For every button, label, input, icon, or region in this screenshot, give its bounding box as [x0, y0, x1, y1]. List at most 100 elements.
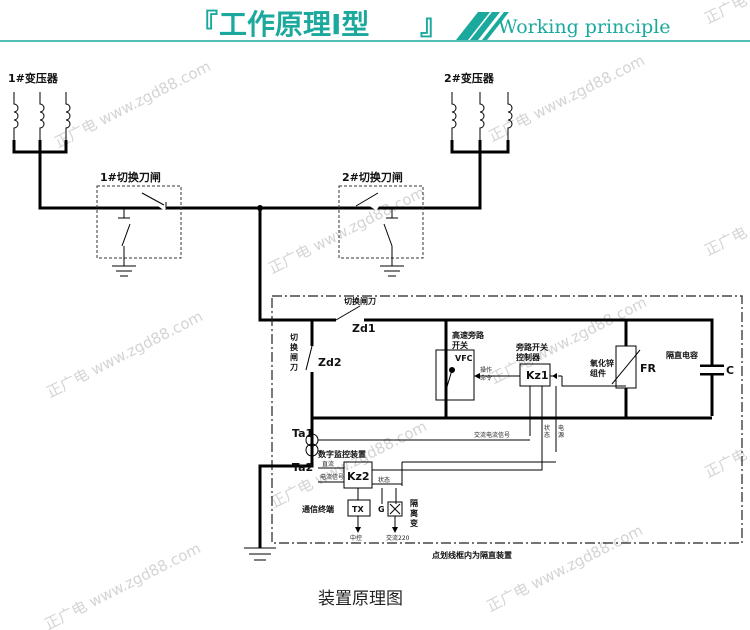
kz1-caption-2: 控制器	[516, 352, 541, 362]
power-1: 电	[558, 424, 564, 432]
kz2-caption: 数字监控装置	[318, 449, 366, 459]
zd2-caption-4: 刀	[290, 363, 298, 372]
device-lead	[258, 208, 312, 322]
ta1-label: Ta1	[292, 427, 313, 440]
kz2-monitor: 数字监控装置 Kz2 直流 电流信号 状态 TX 通信终端 中控 G 隔 离 变…	[302, 386, 556, 542]
switch-gap	[354, 191, 380, 211]
switch-2-box: 2#切换刀闸	[338, 170, 424, 277]
watermark: 正广电 www.zgd88.com	[44, 307, 206, 401]
zd2-caption-1: 切	[290, 332, 298, 342]
fr-box	[615, 345, 637, 389]
state-2: 态	[544, 431, 550, 439]
top-line	[364, 318, 714, 416]
header-stripe-3	[482, 12, 509, 40]
fr-caption-2: 组件	[590, 368, 606, 378]
zd2-branch: 切 换 闸 刀 Zd2	[290, 320, 342, 418]
power-2: 源	[558, 431, 564, 439]
kz1-label: Kz1	[526, 369, 549, 382]
watermark-edge: 正广电	[702, 223, 750, 259]
zd1-label: Zd1	[352, 322, 376, 335]
op-cmd-1: 操作	[480, 366, 492, 374]
dc-signal-1: 直流	[322, 460, 334, 468]
switch-1-tee	[118, 208, 130, 219]
switch-2-blade	[355, 192, 379, 207]
header: 『 工作原理Ⅰ型 』 Working principle	[0, 8, 750, 42]
vfc-label: VFC	[455, 354, 473, 363]
comm-label: 通信终端	[302, 504, 334, 514]
zd2-caption-3: 闸	[290, 352, 298, 362]
zd1-branch: 切换闸刀 Zd1	[312, 296, 714, 416]
ac220: 交流220	[386, 534, 410, 542]
capacitor-icon	[700, 364, 724, 376]
dc-signal-wire	[318, 467, 344, 483]
header-bracket-open: 『	[190, 8, 218, 41]
coil	[507, 92, 513, 140]
coil	[39, 92, 45, 140]
vfc-pivot	[449, 367, 455, 373]
coil	[65, 92, 71, 140]
transformer-2-label: 2#变压器	[444, 71, 495, 85]
watermark-edge: 正广电	[702, 0, 750, 28]
capacitor: 隔直电容 C	[666, 350, 734, 377]
watermark-edge: 正广电	[702, 445, 750, 481]
transformer-1-label: 1#变压器	[8, 71, 59, 85]
vfc-bypass-switch: 高速旁路 开关 VFC 操作 命令	[435, 320, 520, 418]
vfc-box	[435, 349, 475, 401]
capacitor-label: C	[726, 364, 734, 377]
state-wire	[372, 386, 543, 471]
switch-1-box: 1#切换刀闸	[96, 170, 182, 277]
transformer-2: 2#变压器	[444, 71, 513, 154]
earth-blade	[121, 223, 131, 247]
diagram-caption: 装置原理图	[318, 589, 403, 609]
junction-dot	[257, 205, 263, 211]
kz1-leads	[529, 386, 557, 462]
zhongkong: 中控	[350, 534, 362, 542]
fr-slash	[611, 349, 641, 385]
current-transformers: Ta1 Ta2 交流电流信号	[292, 427, 530, 474]
ta2-ring	[305, 443, 319, 457]
header-stripe-2	[470, 12, 500, 40]
switch-1-label: 1#切换刀闸	[100, 170, 161, 184]
ac-signal: 交流电流信号	[474, 431, 510, 439]
switch-1-dashed-frame	[96, 185, 182, 259]
zd1-caption: 切换闸刀	[344, 296, 376, 306]
isolation-icon	[389, 503, 401, 515]
g-label: G	[378, 505, 385, 514]
tx-box	[347, 499, 371, 517]
coil	[451, 92, 457, 140]
arrow-icon	[392, 527, 398, 533]
fr-label: FR	[640, 362, 657, 375]
op-cmd-2: 命令	[480, 374, 492, 382]
kz1-box	[519, 363, 551, 387]
ta2-label: Ta2	[292, 461, 313, 474]
switch-2-tee	[386, 208, 398, 219]
state2: 状态	[378, 476, 390, 484]
header-stripe-1	[456, 12, 490, 40]
watermark: 正广电 www.zgd88.com	[42, 539, 204, 630]
watermark: 正广电 www.zgd88.com	[266, 183, 428, 277]
ground-lead	[258, 418, 314, 548]
kz1-sense-wire	[561, 376, 626, 387]
watermark: 正广电 www.zgd88.com	[484, 521, 646, 615]
state-1: 状	[544, 424, 550, 432]
header-title: 工作原理Ⅰ型	[219, 8, 369, 41]
zd1-blade	[335, 305, 361, 321]
ground-icon	[244, 547, 276, 561]
wire	[381, 488, 397, 504]
tx-label: TX	[352, 505, 364, 514]
vfc-blade	[445, 369, 453, 391]
isolation-1: 隔	[410, 498, 418, 508]
kz2-label: Kz2	[347, 470, 370, 483]
capacitor-gap	[700, 367, 724, 373]
ground-icon	[112, 265, 136, 277]
zd2-blade	[305, 345, 313, 371]
watermark: 正广电 www.zgd88.com	[52, 57, 214, 151]
switch-1-blade	[141, 192, 165, 206]
switch-2-dashed-frame	[338, 185, 424, 259]
isolation-3: 变	[410, 518, 418, 528]
coil	[479, 92, 485, 140]
power-wire	[372, 461, 556, 486]
device-frame	[271, 295, 743, 544]
header-bracket-close: 』	[420, 8, 448, 41]
